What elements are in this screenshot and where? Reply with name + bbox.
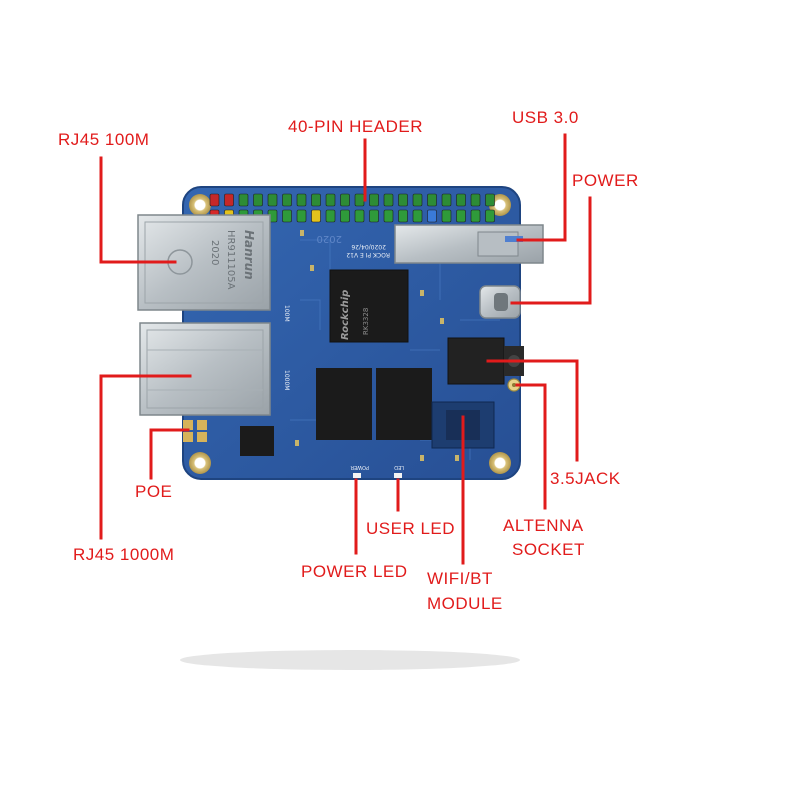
passive-components	[295, 230, 459, 461]
line-usb3	[516, 133, 567, 242]
header-pin	[412, 209, 423, 223]
header-pin	[470, 209, 481, 223]
silk-100m: 100M	[283, 305, 290, 322]
user-led-component: LED	[394, 464, 404, 478]
header-pin	[311, 193, 321, 207]
header-pin	[470, 193, 481, 207]
header-pin	[253, 193, 263, 207]
line-jack	[486, 359, 579, 462]
header-pin	[383, 209, 394, 223]
poe-pads	[183, 420, 207, 442]
jack-year-text: 2020	[209, 240, 220, 265]
line-poe	[149, 428, 190, 480]
line-rj45-1000m	[99, 374, 192, 540]
rf-year-text: 2020	[317, 233, 342, 244]
jack-model-text: HR911105A	[225, 230, 236, 290]
soc-brand-text: Rockchip	[340, 290, 351, 340]
header-pin	[209, 193, 220, 207]
header-pin	[325, 209, 336, 223]
header-pin	[383, 193, 394, 207]
header-pin	[311, 209, 321, 223]
label-wifi-line1: WIFI/BT	[427, 569, 493, 588]
header-pin	[456, 209, 466, 223]
line-rj45-100m	[99, 156, 177, 264]
silk-1000m: 1000M	[283, 370, 290, 390]
board-date-text: 2020/04/26	[351, 243, 386, 250]
power-led-component: POWER	[350, 464, 369, 478]
callout-lines	[99, 133, 592, 565]
ethernet-phy-chip	[240, 426, 274, 456]
header-pin	[441, 193, 452, 207]
label-antenna-line2: SOCKET	[512, 540, 585, 559]
header-pin	[267, 193, 278, 207]
header-pin	[238, 193, 249, 207]
header-pin	[398, 209, 408, 223]
header-pin	[340, 193, 350, 207]
line-antenna	[515, 383, 547, 510]
header-pin	[369, 193, 379, 207]
usb3-port	[394, 224, 544, 264]
silk-led: LED	[394, 464, 404, 470]
header-pin	[354, 193, 365, 207]
header-pin	[282, 193, 292, 207]
label-rj45-1000m: RJ45 1000M	[73, 545, 175, 564]
soc-model-text: RK3328	[362, 308, 370, 335]
label-poe: POE	[135, 482, 173, 501]
header-pin	[296, 193, 307, 207]
header-pin	[296, 209, 307, 223]
header-pin	[427, 193, 437, 207]
header-pin	[485, 193, 495, 207]
soc-chip: Rockchip RK3328	[329, 269, 409, 343]
header-pin	[441, 209, 452, 223]
header-pin	[224, 193, 234, 207]
header-pin	[369, 209, 379, 223]
pin-header	[209, 193, 495, 223]
header-pin	[354, 209, 365, 223]
label-wifi-line2: MODULE	[427, 594, 503, 613]
label-rj45-100m: RJ45 100M	[58, 130, 150, 149]
label-power: POWER	[572, 171, 639, 190]
label-jack: 3.5JACK	[550, 469, 621, 488]
header-pin	[398, 193, 408, 207]
board-name-text: ROCK PI E V12	[346, 251, 390, 258]
header-pin	[282, 209, 292, 223]
ram-chips	[316, 368, 432, 440]
header-pin	[325, 193, 336, 207]
header-pin	[340, 209, 350, 223]
line-power	[510, 196, 592, 305]
label-usb3: USB 3.0	[512, 108, 579, 127]
label-user-led: USER LED	[366, 519, 456, 538]
rj45-1000m-jack	[139, 322, 271, 416]
rj45-100m-jack: Hanrun HR911105A 2020	[137, 214, 271, 311]
label-pin-header: 40-PIN HEADER	[288, 117, 423, 136]
board-shadow	[180, 650, 520, 670]
label-power-led: POWER LED	[301, 562, 408, 581]
jack-brand-text: Hanrun	[242, 230, 256, 280]
header-pin	[485, 209, 495, 223]
silk-power: POWER	[350, 464, 369, 470]
label-antenna-line1: ALTENNA	[503, 516, 584, 535]
header-pin	[412, 193, 423, 207]
header-pin	[456, 193, 466, 207]
header-pin	[427, 209, 437, 223]
